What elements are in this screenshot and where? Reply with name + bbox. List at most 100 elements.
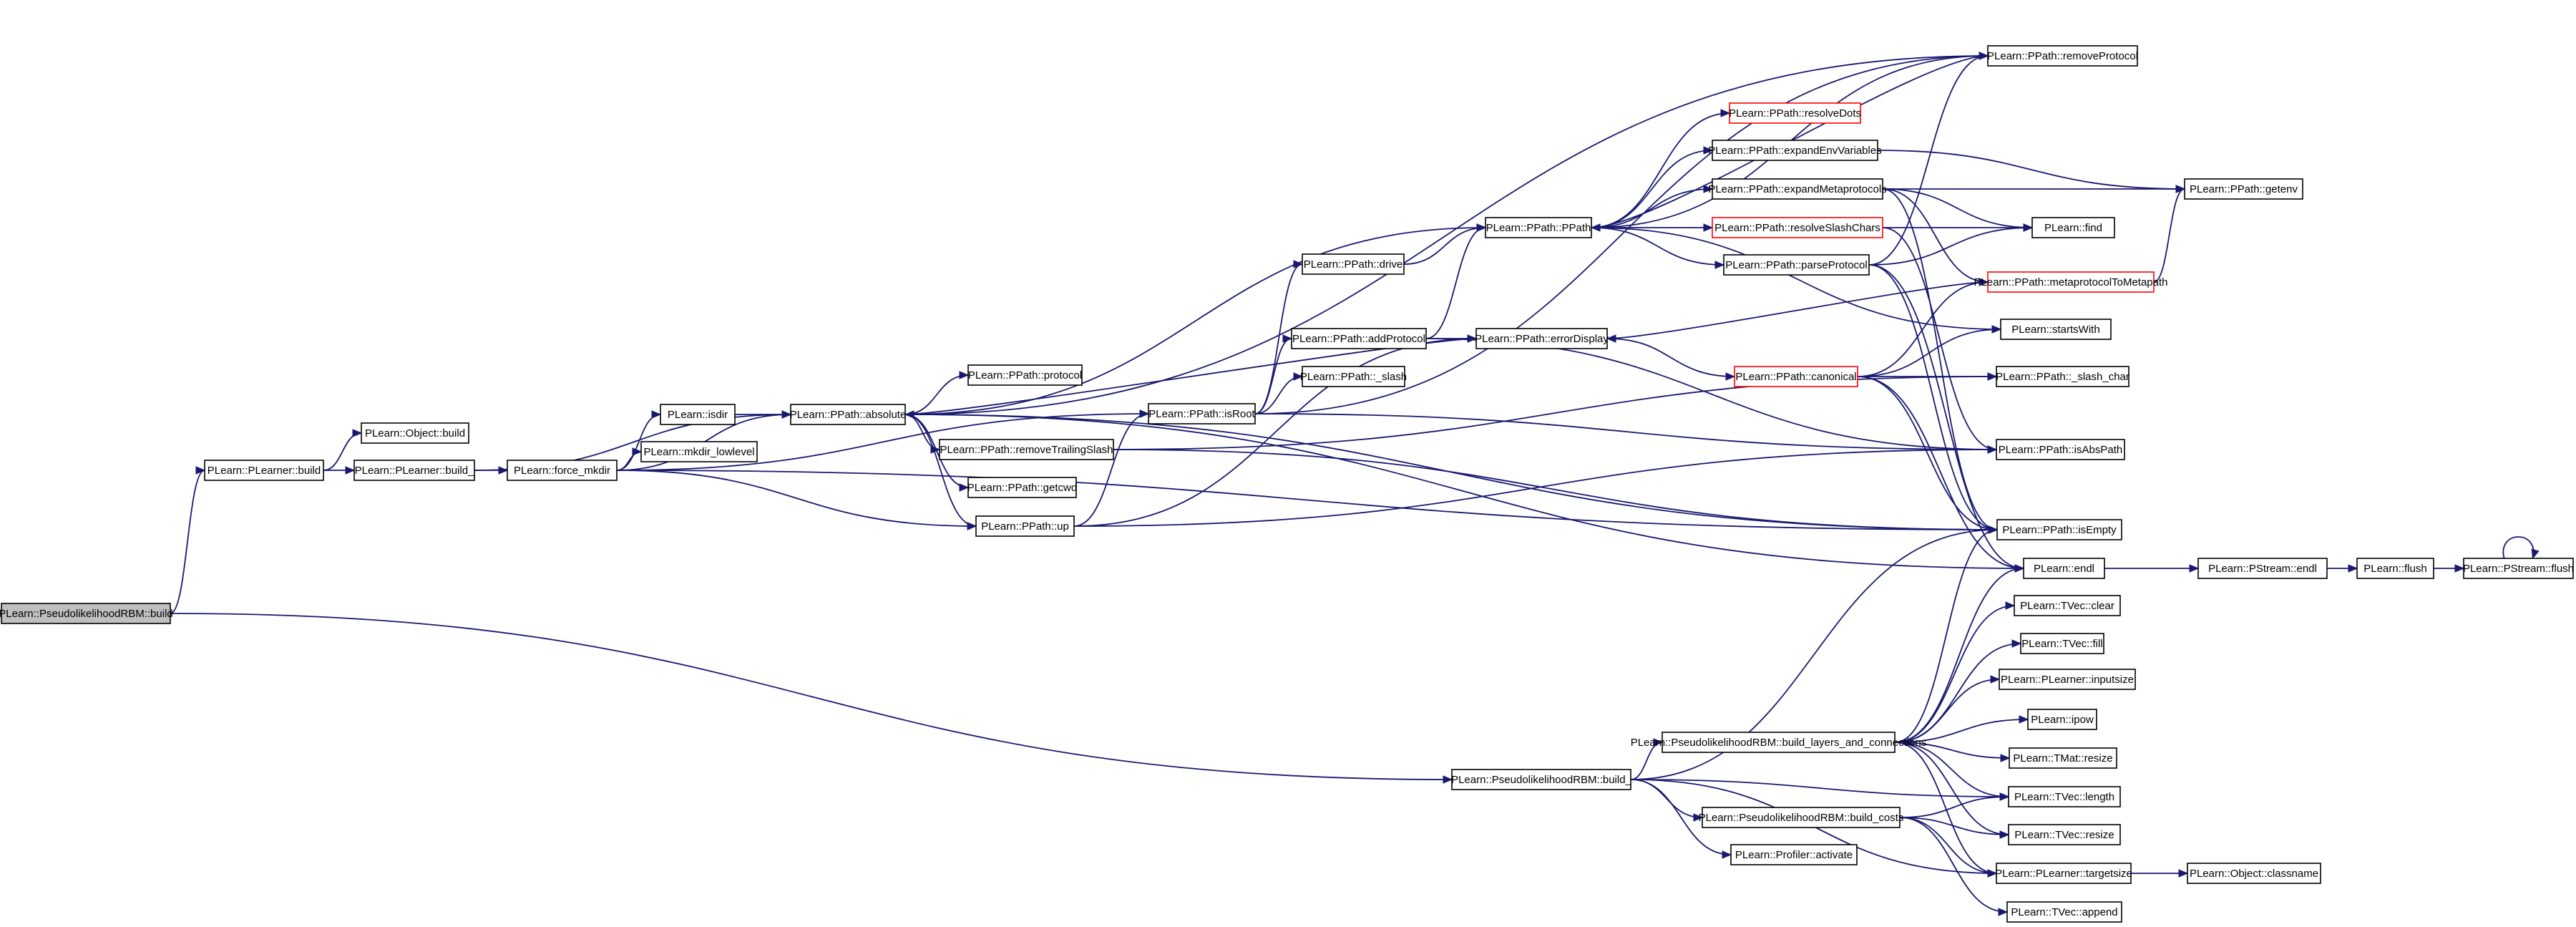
edge-plearn-ppath-canonical-to-plearn-ppath-metaprotocoltometapath xyxy=(1857,278,1989,377)
edge-plearn-ppath-canonical-to-plearn-startswith xyxy=(1857,325,2002,377)
node-label: PLearn::PPath::parseProtocol xyxy=(1725,259,1867,271)
node-box xyxy=(2356,558,2434,579)
node-label: PLearn::TVec::resize xyxy=(2014,829,2114,841)
node-plearn-plearner-inputsize[interactable]: PLearn::PLearner::inputsize xyxy=(1999,669,2136,690)
node-plearn-ppath-addprotocol[interactable]: PLearn::PPath::addProtocol xyxy=(1291,328,1427,349)
node-box xyxy=(975,515,1075,537)
node-plearn-object-classname[interactable]: PLearn::Object::classname xyxy=(2187,863,2321,884)
node-label: PLearn::startsWith xyxy=(2011,324,2099,336)
node-plearn-tvec-append[interactable]: PLearn::TVec::append xyxy=(2006,901,2122,923)
edge-plearn-ppath-isroot-to-plearn-ppath-slash xyxy=(1254,372,1304,414)
node-box xyxy=(1291,328,1427,349)
node-plearn-tvec-resize[interactable]: PLearn::TVec::resize xyxy=(2008,824,2121,845)
node-label: PLearn::PLearner::build_ xyxy=(355,465,474,477)
node-box xyxy=(967,477,1077,498)
edge-plearn-ppath-parseprotocol-to-plearn-ppath-isempty xyxy=(1868,264,1999,534)
node-label: PLearn::PPath::resolveDots xyxy=(1729,107,1861,120)
node-label: PLearn::ipow xyxy=(2031,714,2094,726)
edge-plearn-isdir-to-plearn-ppath-absolute xyxy=(735,410,792,419)
node-plearn-ppath-absolute[interactable]: PLearn::PPath::absolute xyxy=(790,404,907,425)
node-plearn-ppath-drive[interactable]: PLearn::PPath::drive xyxy=(1302,253,1405,275)
node-box xyxy=(2463,558,2574,579)
node-label: PLearn::PPath::isAbsPath xyxy=(1999,444,2122,456)
edge-plearn-force-mkdir-to-plearn-ppath-up xyxy=(616,470,977,530)
node-plearn-ppath-expandenvvariables[interactable]: PLearn::PPath::expandEnvVariables xyxy=(1708,140,1882,161)
node-plearn-ppath-getcwd[interactable]: PLearn::PPath::getcwd xyxy=(967,477,1077,498)
node-plearn-ppath-slash[interactable]: PLearn::PPath::_slash xyxy=(1300,366,1407,387)
node-plearn-endl[interactable]: PLearn::endl xyxy=(2023,558,2105,579)
node-label: PLearn::Profiler::activate xyxy=(1735,849,1853,861)
node-plearn-pseudolikelihoodrbm-build[interactable]: PLearn::PseudolikelihoodRBM::build_ xyxy=(1451,769,1632,790)
node-plearn-ipow[interactable]: PLearn::ipow xyxy=(2027,709,2097,730)
node-box xyxy=(2008,824,2121,845)
node-box xyxy=(2000,319,2112,340)
node-plearn-find[interactable]: PLearn::find xyxy=(2031,217,2115,238)
node-plearn-pseudolikelihoodrbm-build-costs[interactable]: PLearn::PseudolikelihoodRBM::build_costs xyxy=(1699,807,1904,828)
edge-plearn-flush-to-plearn-pstream-flush xyxy=(2434,564,2465,573)
node-box xyxy=(2197,558,2328,579)
node-label: PLearn::PPath::protocol xyxy=(968,369,1082,382)
node-plearn-ppath-slash-char[interactable]: PLearn::PPath::_slash_char xyxy=(1996,366,2129,387)
node-label: PLearn::PseudolikelihoodRBM::build_layer… xyxy=(1631,737,1927,749)
node-box xyxy=(1987,45,2138,67)
node-box xyxy=(1734,366,1858,387)
node-plearn-pstream-endl[interactable]: PLearn::PStream::endl xyxy=(2197,558,2328,579)
node-plearn-ppath-errordisplay[interactable]: PLearn::PPath::errorDisplay xyxy=(1475,328,1609,349)
node-plearn-ppath-parseprotocol[interactable]: PLearn::PPath::parseProtocol xyxy=(1723,254,1870,276)
node-box xyxy=(2187,863,2321,884)
node-plearn-tvec-clear[interactable]: PLearn::TVec::clear xyxy=(2014,595,2121,616)
edge-plearn-ppath-canonical-to-plearn-endl xyxy=(1857,376,2025,573)
node-plearn-isdir[interactable]: PLearn::isdir xyxy=(660,404,736,425)
edge-plearn-ppath-removetrailingslash-to-plearn-ppath-isempty xyxy=(1113,449,1999,534)
edge-plearn-ppath-expandmetaprotocols-to-plearn-ppath-getenv xyxy=(1883,185,2186,193)
node-plearn-ppath-removetrailingslash[interactable]: PLearn::PPath::removeTrailingSlash xyxy=(939,439,1114,460)
edge-plearn-pseudolikelihoodrbm-build-layers-and-connections-to-plearn-tvec-fill xyxy=(1894,639,2022,743)
node-plearn-ppath-protocol[interactable]: PLearn::PPath::protocol xyxy=(967,364,1083,386)
node-box xyxy=(353,460,475,481)
node-label: PLearn::PPath::removeTrailingSlash xyxy=(940,444,1113,456)
edge-plearn-ppath-isroot-to-plearn-ppath-isabspath xyxy=(1254,413,1998,454)
node-box xyxy=(2009,747,2117,769)
edge-plearn-ppath-resolveslashchars-to-plearn-ppath-isabspath xyxy=(1882,227,1998,454)
edge-plearn-pstream-endl-to-plearn-flush xyxy=(2327,564,2358,573)
node-plearn-tmat-resize[interactable]: PLearn::TMat::resize xyxy=(2009,747,2117,769)
node-label: PLearn::PseudolikelihoodRBM::build xyxy=(0,608,173,620)
node-plearn-ppath-removeprotocol[interactable]: PLearn::PPath::removeProtocol xyxy=(1987,45,2138,67)
node-box xyxy=(1475,328,1608,349)
node-label: PLearn::PPath::drive xyxy=(1304,258,1402,271)
node-plearn-mkdir-lowlevel[interactable]: PLearn::mkdir_lowlevel xyxy=(640,441,758,462)
node-plearn-ppath-ppath[interactable]: PLearn::PPath::PPath xyxy=(1485,217,1592,238)
node-plearn-ppath-up[interactable]: PLearn::PPath::up xyxy=(975,515,1075,537)
edge-plearn-pstream-flush-to-plearn-pstream-flush xyxy=(2502,536,2540,560)
node-plearn-plearner-targetsize[interactable]: PLearn::PLearner::targetsize xyxy=(1995,863,2132,884)
node-plearn-pseudolikelihoodrbm-build[interactable]: PLearn::PseudolikelihoodRBM::build xyxy=(0,603,173,624)
node-plearn-ppath-isempty[interactable]: PLearn::PPath::isEmpty xyxy=(1996,519,2122,540)
node-box xyxy=(1148,403,1256,424)
edge-plearn-ppath-parseprotocol-to-plearn-find xyxy=(1868,223,2034,266)
node-plearn-startswith[interactable]: PLearn::startsWith xyxy=(2000,319,2112,340)
node-plearn-pstream-flush[interactable]: PLearn::PStream::flush xyxy=(2463,558,2574,579)
node-plearn-force-mkdir[interactable]: PLearn::force_mkdir xyxy=(507,460,618,481)
node-box xyxy=(2008,786,2121,807)
node-box xyxy=(2014,595,2121,616)
node-plearn-ppath-resolveslashchars[interactable]: PLearn::PPath::resolveSlashChars xyxy=(1712,217,1883,238)
node-box xyxy=(2027,709,2097,730)
node-plearn-pseudolikelihoodrbm-build-layers-and-connections[interactable]: PLearn::PseudolikelihoodRBM::build_layer… xyxy=(1631,732,1927,753)
node-plearn-object-build[interactable]: PLearn::Object::build xyxy=(361,422,469,444)
node-plearn-ppath-resolvedots[interactable]: PLearn::PPath::resolveDots xyxy=(1729,102,1861,124)
node-plearn-flush[interactable]: PLearn::flush xyxy=(2356,558,2434,579)
node-label: PLearn::endl xyxy=(2034,563,2094,575)
node-plearn-tvec-length[interactable]: PLearn::TVec::length xyxy=(2008,786,2121,807)
node-plearn-ppath-metaprotocoltometapath[interactable]: PLearn::PPath::metaprotocolToMetapath xyxy=(1974,271,2168,293)
node-plearn-plearner-build[interactable]: PLearn::PLearner::build xyxy=(204,460,324,481)
node-plearn-profiler-activate[interactable]: PLearn::Profiler::activate xyxy=(1730,844,1858,865)
node-plearn-ppath-isroot[interactable]: PLearn::PPath::isRoot xyxy=(1148,403,1256,424)
node-plearn-ppath-expandmetaprotocols[interactable]: PLearn::PPath::expandMetaprotocols xyxy=(1708,178,1887,200)
node-plearn-ppath-canonical[interactable]: PLearn::PPath::canonical xyxy=(1734,366,1858,387)
node-plearn-ppath-isabspath[interactable]: PLearn::PPath::isAbsPath xyxy=(1996,439,2125,460)
node-plearn-ppath-getenv[interactable]: PLearn::PPath::getenv xyxy=(2184,178,2303,200)
node-plearn-tvec-fill[interactable]: PLearn::TVec::fill xyxy=(2020,633,2104,654)
edge-plearn-ppath-ppath-to-plearn-ppath-parseprotocol xyxy=(1591,227,1725,269)
node-plearn-plearner-build[interactable]: PLearn::PLearner::build_ xyxy=(353,460,475,481)
